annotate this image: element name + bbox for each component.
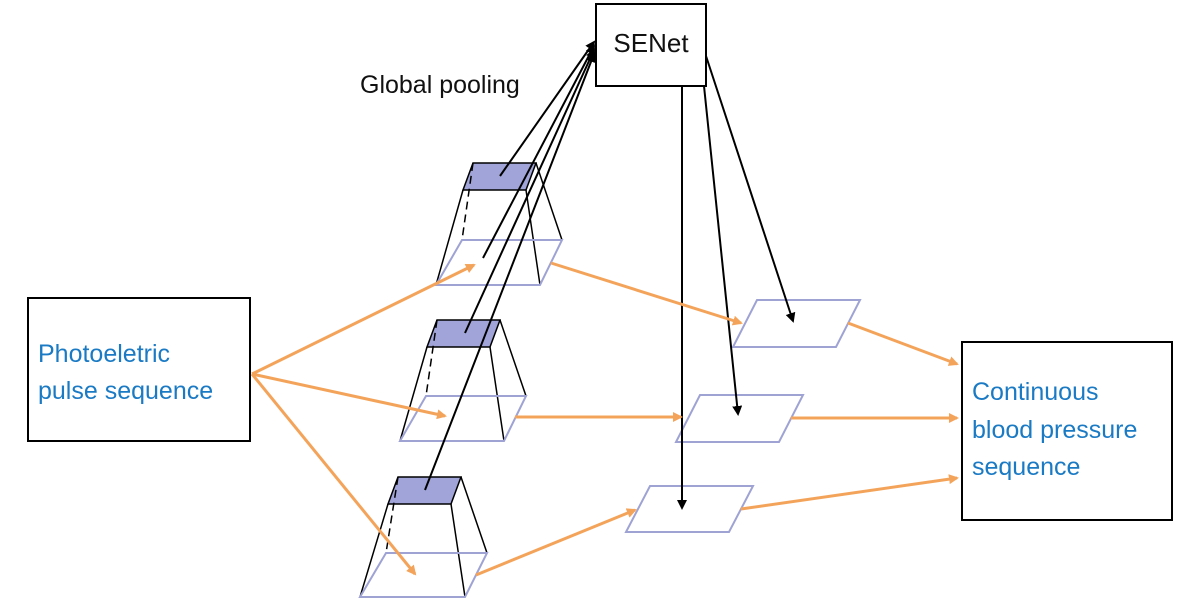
senet-label: SENet bbox=[613, 28, 689, 58]
feature-to-output-arrows bbox=[740, 321, 959, 511]
pooling-to-feature-arrows bbox=[475, 261, 743, 577]
global-pooling-label: Global pooling bbox=[360, 71, 520, 99]
output-label-line-3: sequence bbox=[972, 453, 1080, 481]
feature-map-2 bbox=[674, 394, 805, 443]
feature-map-1 bbox=[731, 299, 862, 348]
output-node: Continuous blood pressure sequence bbox=[961, 341, 1173, 521]
pooling-block-2 bbox=[398, 319, 528, 442]
output-label-line-1: Continuous bbox=[972, 378, 1098, 406]
output-label-line-2: blood pressure bbox=[972, 416, 1137, 444]
feature-map-3 bbox=[624, 485, 755, 533]
input-label-line-1: Photoeletric bbox=[38, 340, 170, 368]
input-label-line-2: pulse sequence bbox=[38, 377, 213, 405]
pooling-block-1 bbox=[434, 162, 564, 286]
pooling-to-senet-arrows bbox=[424, 40, 596, 491]
input-node: Photoeletric pulse sequence bbox=[27, 297, 251, 442]
senet-node: SENet bbox=[595, 3, 707, 87]
input-to-pooling-arrows bbox=[250, 263, 476, 576]
senet-to-feature-arrows bbox=[677, 55, 796, 510]
pooling-block-3 bbox=[358, 476, 489, 598]
